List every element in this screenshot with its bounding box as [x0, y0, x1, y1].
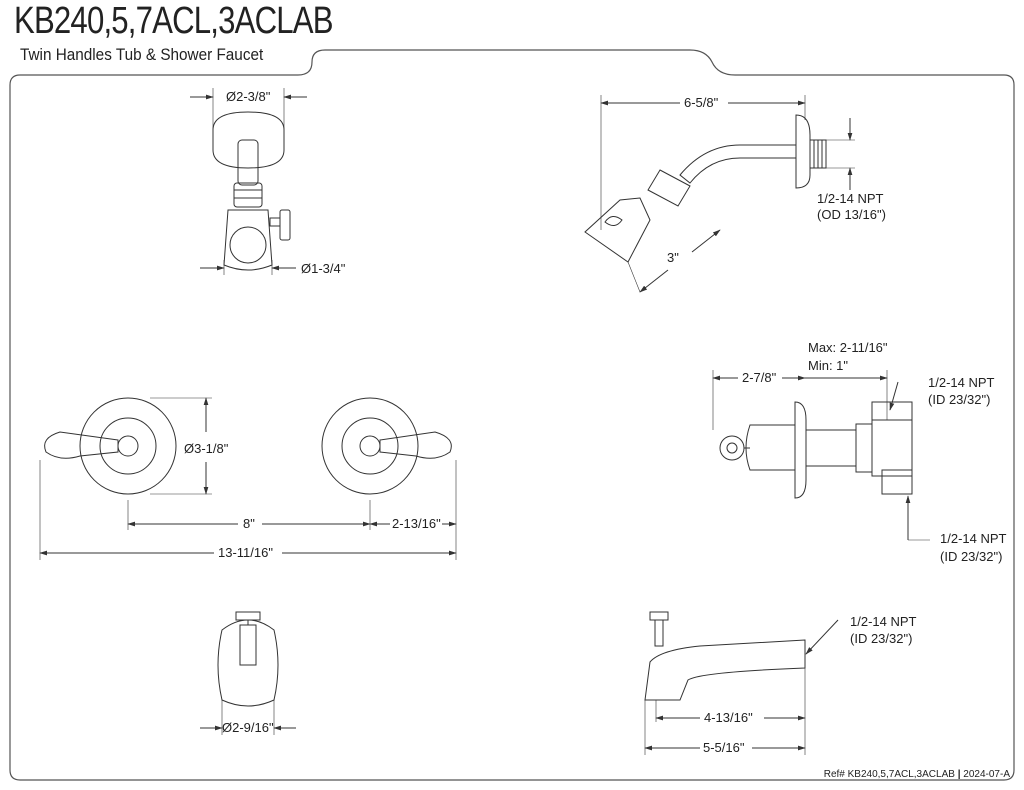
handles-front-view [39, 397, 457, 560]
drawing-frame [9, 49, 1015, 781]
spout-side-view [644, 611, 839, 755]
page-title: KB240,5,7ACL,3ACLAB [14, 0, 334, 42]
label-arm-npt-line2: (OD 13/16") [817, 207, 886, 222]
spout-front-view [200, 611, 296, 735]
dim-handle-offset: 2-13/16" [392, 516, 441, 531]
footer-ref-text: Ref# KB240,5,7ACL,3ACLAB [823, 769, 955, 780]
label-valve-bot-npt-line2: (ID 23/32") [940, 549, 1002, 564]
footer-date: 2024-07-A [963, 769, 1010, 780]
dim-valve-min: Min: 1" [808, 358, 848, 373]
dim-arm-length: 6-5/8" [684, 95, 719, 110]
dim-valve-depth: 2-7/8" [742, 370, 777, 385]
label-valve-top-npt-line1: 1/2-14 NPT [928, 375, 995, 390]
dim-handle-center: 8" [243, 516, 255, 531]
dim-spout-overall: 5-5/16" [703, 740, 745, 755]
dim-showerhead-dia-bottom: Ø1-3/4" [301, 261, 346, 276]
label-spout-npt-line1: 1/2-14 NPT [850, 614, 917, 629]
page-subtitle: Twin Handles Tub & Shower Faucet [20, 45, 264, 64]
dim-showerhead-drop: 3" [667, 250, 679, 265]
showerhead-front-view [190, 88, 307, 275]
dim-handle-dia: Ø3-1/8" [184, 441, 229, 456]
footer-separator: | [957, 769, 961, 780]
showerhead-side-view [584, 95, 855, 293]
label-spout-npt-line2: (ID 23/32") [850, 631, 912, 646]
label-valve-top-npt-line2: (ID 23/32") [928, 392, 990, 407]
dim-showerhead-dia-top: Ø2-3/8" [226, 89, 271, 104]
valve-side-view [712, 370, 930, 541]
label-valve-bot-npt-line1: 1/2-14 NPT [940, 531, 1007, 546]
dim-handle-overall: 13-11/16" [218, 545, 273, 560]
dim-spout-dia: Ø2-9/16" [222, 720, 274, 735]
label-arm-npt-line1: 1/2-14 NPT [817, 191, 884, 206]
dim-valve-max: Max: 2-11/16" [808, 340, 888, 355]
dim-spout-reach: 4-13/16" [704, 710, 753, 725]
footer-ref: Ref# KB240,5,7ACL,3ACLAB | 2024-07-A [824, 769, 1010, 780]
